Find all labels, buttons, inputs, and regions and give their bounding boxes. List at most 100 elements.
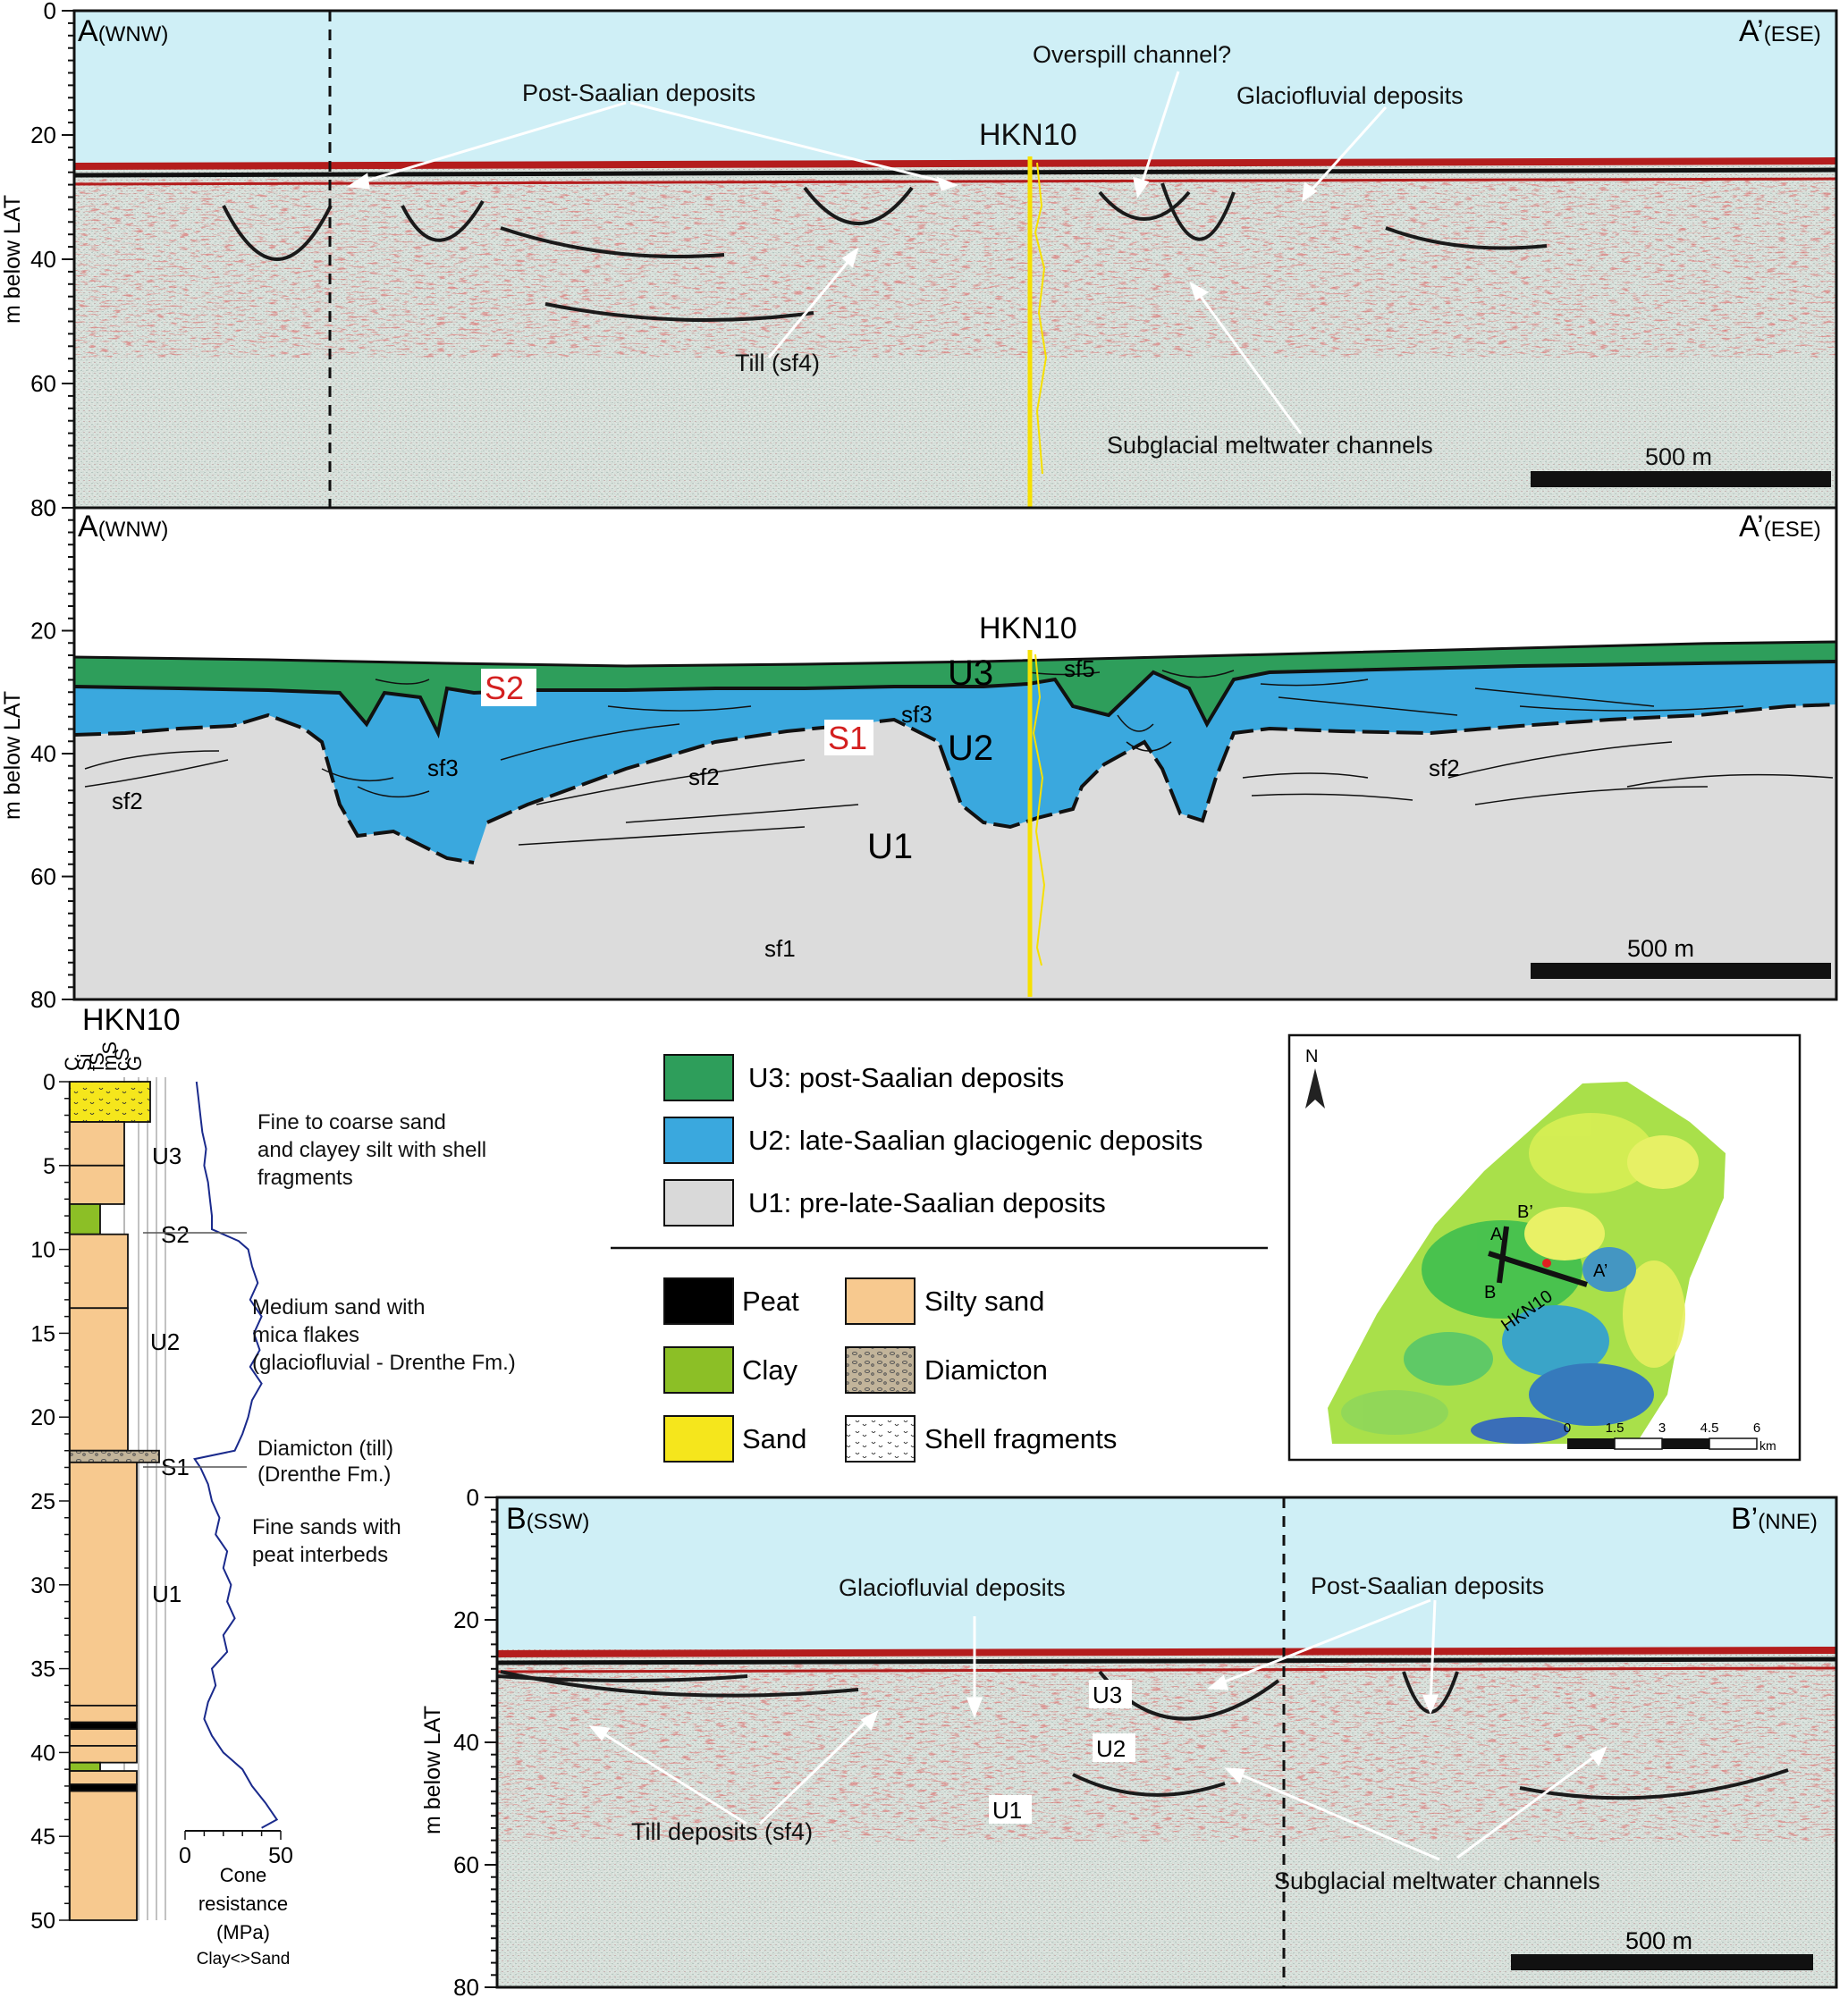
- cone-tick-label: 0: [179, 1843, 191, 1868]
- y-axis-label: m below LAT: [420, 1706, 445, 1834]
- legend: U3: post-Saalian deposits U2: late-Saali…: [611, 1054, 1268, 1463]
- facies-sf3: sf3: [901, 701, 932, 728]
- legend-swatch-clay: [663, 1346, 734, 1394]
- axis-tick-label: 0: [44, 494, 56, 521]
- log-bed: [69, 1721, 138, 1731]
- axis-tick-label: 80: [30, 494, 56, 521]
- desc-line: Fine sands with: [252, 1515, 401, 1539]
- log-tick-label: 0: [43, 1070, 55, 1095]
- legend-label-peat: Peat: [742, 1286, 799, 1317]
- map-scale-unit: km: [1759, 1438, 1776, 1453]
- log-bed: [69, 1121, 125, 1167]
- grain-size-label: C: [61, 1057, 83, 1071]
- facies-sf2: sf2: [688, 763, 720, 790]
- grain-size-label: mS: [98, 1041, 121, 1071]
- legend-label-u2: U2: late-Saalian glaciogenic deposits: [748, 1125, 1202, 1156]
- map-label-b: B: [1484, 1283, 1496, 1302]
- annotation-arrows: [346, 71, 1388, 434]
- desc-line: (Drenthe Fm.): [257, 1463, 391, 1487]
- unit-u2-label: U2: [1096, 1735, 1126, 1762]
- log-description-1: Fine to coarse sand and clayey silt with…: [257, 1110, 493, 1190]
- annotation-glaciofluvial: Glaciofluvial deposits: [1236, 82, 1464, 109]
- unit-u1-fill: [74, 704, 1836, 999]
- desc-line: fragments: [257, 1166, 353, 1190]
- log-title: HKN10: [82, 1003, 181, 1037]
- surface-s2-line: [73, 660, 1837, 739]
- grain-size-label: cS: [111, 1048, 133, 1071]
- log-surface-s2: S2: [161, 1221, 190, 1248]
- y-axis-label: m below LAT: [0, 195, 25, 324]
- axis-tick-label: 60: [30, 370, 56, 397]
- axis-tick-label: 40: [30, 246, 56, 273]
- annotation-overspill: Overspill channel?: [1033, 41, 1231, 68]
- log-unit-u3: U3: [152, 1142, 181, 1169]
- surface-s1-line: [73, 703, 1837, 864]
- annotation-till: Till (sf4): [735, 350, 820, 376]
- cone-label: Cone: [220, 1864, 267, 1886]
- scale-bar: [1531, 471, 1831, 487]
- log-bed: [69, 1461, 138, 1707]
- desc-line: peat interbeds: [252, 1543, 388, 1567]
- log-description-2: Medium sand with mica flakes (glaciofluv…: [252, 1295, 516, 1375]
- log-bed: [69, 1449, 160, 1463]
- section-label-a: A(WNW): [78, 14, 168, 48]
- log-tick-label: 30: [30, 1573, 55, 1598]
- annotation-arrows: [588, 1598, 1608, 1861]
- legend-label-clay: Clay: [742, 1354, 798, 1386]
- section-label-b-prime: B’(NNE): [1731, 1502, 1818, 1536]
- legend-label-u1: U1: pre-late-Saalian deposits: [748, 1187, 1106, 1218]
- legend-swatch-shell: [845, 1415, 916, 1463]
- section-line-b: [1497, 1226, 1509, 1284]
- facies-sf1: sf1: [764, 935, 796, 962]
- panel-b-seismic: 500 m Glaciofluvial deposits Post-Saalia…: [420, 1484, 1838, 1998]
- cone-label: (MPa): [216, 1921, 270, 1943]
- log-tick-label: 45: [30, 1825, 55, 1850]
- scale-bar: [1531, 963, 1831, 979]
- seabed-reflector: [73, 157, 1837, 170]
- log-bed: [69, 1761, 101, 1772]
- log-tick-label: 50: [30, 1909, 55, 1934]
- log-bed: [69, 1728, 138, 1747]
- annotation-post-saalian: Post-Saalian deposits: [522, 80, 755, 106]
- log-bed: [69, 1790, 138, 1921]
- annotation-glaciofluvial: Glaciofluvial deposits: [839, 1574, 1066, 1601]
- water-column: [497, 1497, 1836, 1649]
- map-scale-tick: 4.5: [1700, 1421, 1719, 1436]
- log-tick-label: 25: [30, 1489, 55, 1514]
- desc-line: Fine to coarse sand: [257, 1110, 446, 1134]
- log-unit-u2: U2: [150, 1328, 180, 1355]
- legend-swatch-u1: [663, 1179, 734, 1227]
- section-label-a-prime: A’(ESE): [1739, 510, 1821, 544]
- unit-u1-label: U1: [992, 1797, 1022, 1824]
- annotation-till: Till deposits (sf4): [631, 1818, 813, 1845]
- map-label-a-prime: A’: [1593, 1261, 1608, 1281]
- log-bed: [69, 1704, 138, 1724]
- seabed-reflector: [496, 1647, 1837, 1657]
- section-label-a-prime: A’(ESE): [1739, 14, 1821, 48]
- log-tick-label: 15: [30, 1321, 55, 1346]
- log-unit-u1: U1: [152, 1581, 181, 1607]
- log-bed: [69, 1203, 101, 1235]
- log-bed: [69, 1744, 138, 1764]
- map-scale-tick: 1.5: [1606, 1421, 1624, 1436]
- cpt-trace: [1034, 162, 1048, 475]
- bathymetry-patches: [1341, 1113, 1699, 1444]
- well-label: HKN10: [979, 611, 1077, 645]
- panel-a-seismic: Post-Saalian deposits Overspill channel?…: [0, 0, 1838, 521]
- axis-tick-label: 20: [30, 122, 56, 148]
- legend-label-silty-sand: Silty sand: [924, 1286, 1044, 1317]
- section-label-a: A(WNW): [78, 510, 168, 544]
- grain-size-label: Si: [73, 1053, 96, 1071]
- axis-tick-label: 60: [453, 1851, 479, 1878]
- map-scale-tick: 3: [1658, 1421, 1666, 1436]
- axis-tick-label: 60: [30, 864, 56, 890]
- annotation-post-saalian: Post-Saalian deposits: [1311, 1572, 1544, 1599]
- facies-sf5: sf5: [1064, 655, 1095, 682]
- facies-sf3: sf3: [427, 755, 459, 781]
- legend-swatch-silty-sand: [845, 1277, 916, 1325]
- unit-u2-label: U2: [948, 729, 993, 768]
